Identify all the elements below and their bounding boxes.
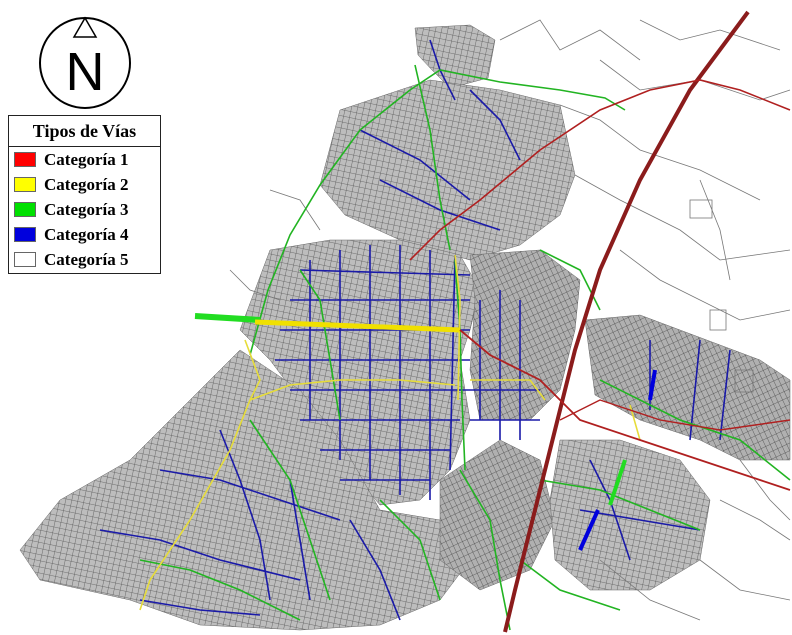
legend-title: Tipos de Vías xyxy=(9,116,160,147)
category-4-highlight-1 xyxy=(578,509,600,551)
category-2-main-avenue xyxy=(254,319,461,333)
legend-label: Categoría 1 xyxy=(44,149,129,169)
legend-item-categoria-2: Categoría 2 xyxy=(9,172,160,197)
legend-item-categoria-4: Categoría 4 xyxy=(9,222,160,247)
category-3-highlight xyxy=(608,459,627,506)
legend-swatch xyxy=(14,252,36,267)
legend-label: Categoría 2 xyxy=(44,174,129,194)
legend: Tipos de Vías Categoría 1 Categoría 2 Ca… xyxy=(8,115,161,274)
north-arrow: N xyxy=(37,15,133,111)
north-arrow-icon xyxy=(39,16,131,109)
legend-label: Categoría 3 xyxy=(44,199,129,219)
legend-item-categoria-1: Categoría 1 xyxy=(9,147,160,172)
legend-swatch xyxy=(14,152,36,167)
legend-item-categoria-3: Categoría 3 xyxy=(9,197,160,222)
legend-item-categoria-5: Categoría 5 xyxy=(9,247,160,272)
category-3-roads xyxy=(139,64,791,631)
legend-swatch xyxy=(14,227,36,242)
legend-swatch xyxy=(14,202,36,217)
legend-label: Categoría 5 xyxy=(44,249,129,269)
category-4-highlight-2 xyxy=(648,369,657,401)
legend-swatch xyxy=(14,177,36,192)
category-3-wide-segment xyxy=(194,313,261,323)
north-letter: N xyxy=(65,42,105,102)
legend-label: Categoría 4 xyxy=(44,224,129,244)
category-1-roads xyxy=(409,10,791,633)
